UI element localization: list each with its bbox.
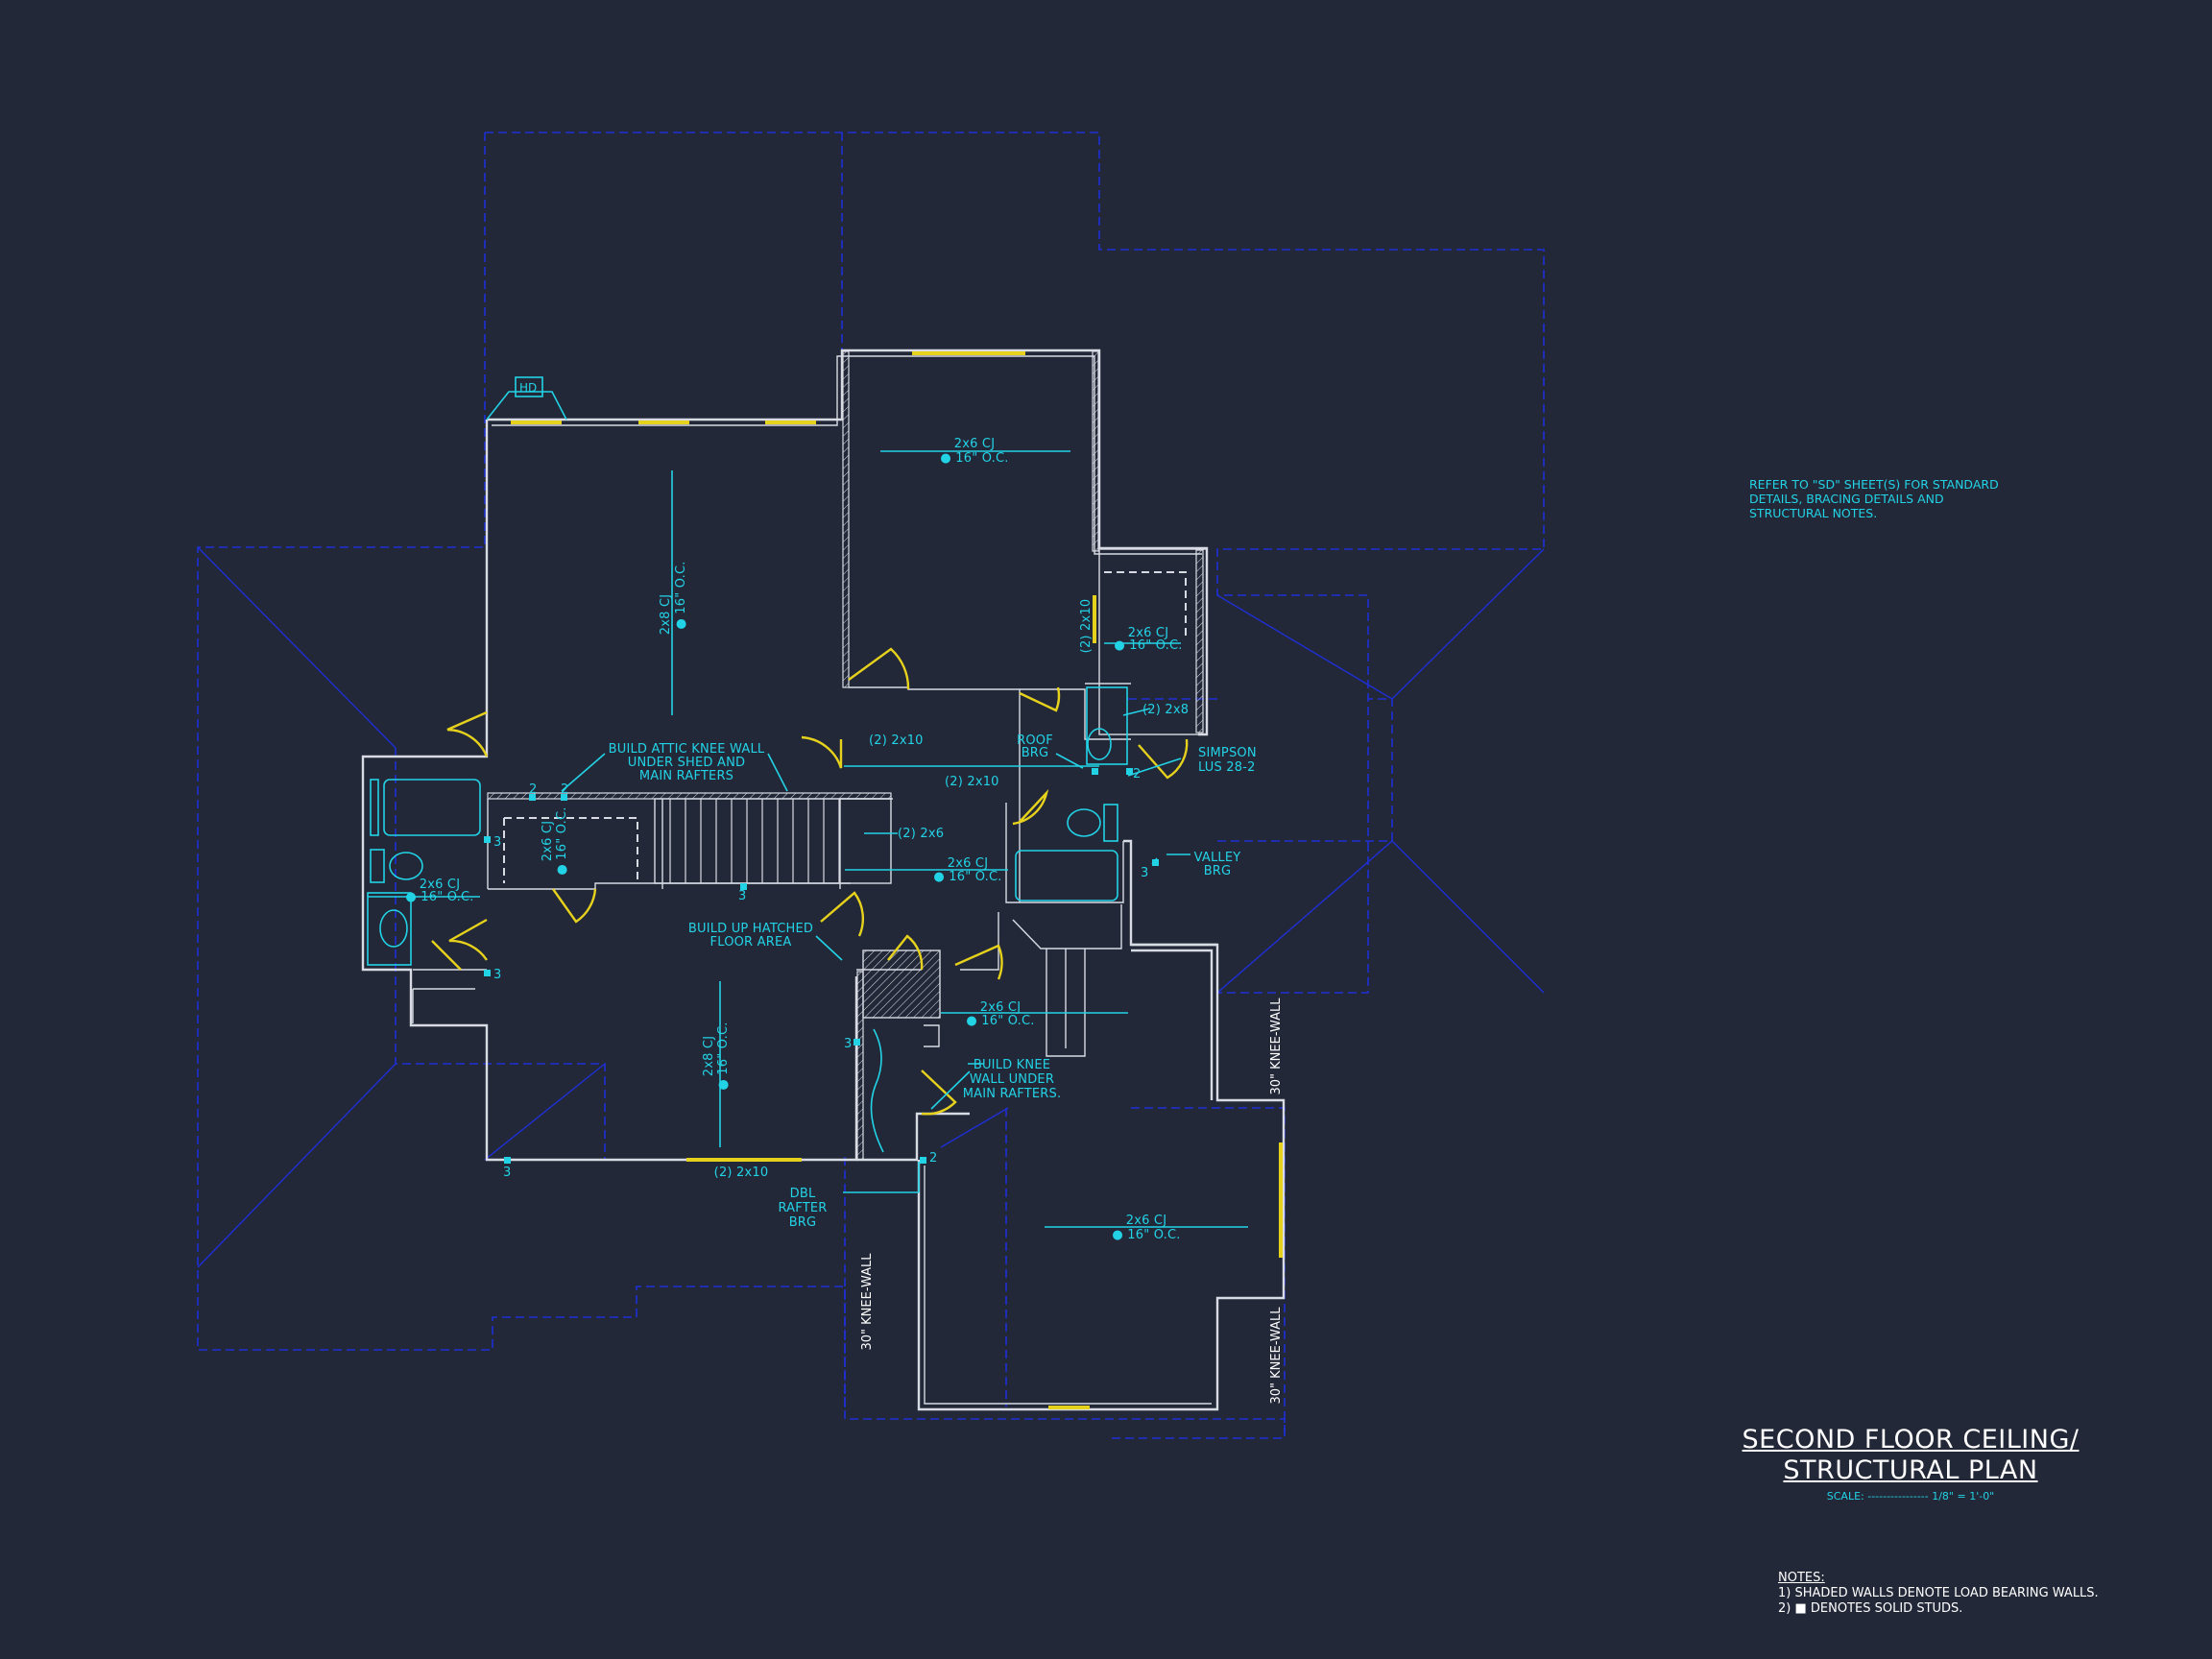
cj-2x6-mid: 2x6 CJ [980,1000,1021,1015]
hd-label: HD [519,381,537,395]
note-1: 1) SHADED WALLS DENOTE LOAD BEARING WALL… [1778,1586,2099,1600]
num-3-d: 3 [503,1166,511,1180]
knee-wall-right-upper: 30" KNEE-WALL [1269,998,1284,1095]
scale-label: SCALE: ---------------- 1/8" = 1'-0" [1826,1490,1995,1503]
num-2-dbl: 2 [929,1151,937,1166]
oc-16-mid: ● 16" O.C. [966,1014,1034,1028]
roof-outline [197,132,1545,1439]
build-knee-line3: MAIN RAFTERS. [963,1087,1062,1101]
dbl-line3: BRG [789,1215,817,1230]
roof-brg-line2: BRG [1022,746,1049,760]
num-3-e: 3 [844,1037,852,1051]
cj-2x6-top-room: 2x6 CJ [954,437,995,451]
simpson-line1: SIMPSON [1198,746,1257,760]
cj-2x8-upper: 2x8 CJ [659,594,673,635]
build-up-line2: FLOOR AREA [710,935,792,950]
cj-2x6-closet-left: 2x6 CJ [541,821,555,861]
windows [511,351,1283,1409]
stairs [654,798,892,884]
roof-brg-line1: ROOF [1017,733,1053,748]
header-2x6: (2) 2x6 [898,827,944,841]
bathroom-fixtures [367,686,1128,1153]
num-3-a: 3 [493,835,501,850]
closet-room [503,548,1208,883]
num-3-valley: 3 [1141,866,1148,880]
cj-2x8-lower: 2x8 CJ [702,1036,716,1076]
cj-2x6-closet: 2x6 CJ [1128,626,1168,640]
build-knee-line1: BUILD KNEE [974,1058,1050,1072]
dbl-line1: DBL [790,1187,816,1201]
title-block: SECOND FLOOR CEILING/ STRUCTURAL PLAN SC… [1738,1425,2083,1503]
solid-stud-markers [484,768,1159,1164]
knee-wall-right-lower: 30" KNEE-WALL [1269,1307,1284,1405]
num-2-a: 2 [529,782,537,797]
dbl-line2: RAFTER [778,1201,827,1215]
header-2x10-bottom: (2) 2x10 [714,1166,769,1180]
build-up-line1: BUILD UP HATCHED [688,922,813,936]
annotations: HD 2x8 CJ ● 16" O.C. 2x6 CJ ● 16" O.C. (… [405,381,1284,1405]
title-line-2: STRUCTURAL PLAN [1783,1455,2038,1485]
build-knee-line2: WALL UNDER [970,1072,1054,1087]
num-2-b: 2 [561,782,568,797]
header-2x10-a: (2) 2x10 [869,733,924,748]
oc-16-stair: ● 16" O.C. [933,870,1001,884]
oc-16-bath: ● 16" O.C. [405,890,473,904]
header-2x8: (2) 2x8 [1142,703,1189,717]
num-3-c: 3 [738,889,746,903]
oc-16-lower: ● 16" O.C. [716,1022,731,1090]
num-2-simpson: 2 [1133,767,1141,781]
oc-16-top-room: ● 16" O.C. [940,451,1008,466]
note-2: 2) ■ DENOTES SOLID STUDS. [1778,1601,1963,1616]
oc-16-closet-left: ● 16" O.C. [555,806,569,875]
attic-knee-line3: MAIN RAFTERS [639,769,733,783]
attic-knee-line2: UNDER SHED AND [628,756,745,770]
reference-note: REFER TO "SD" SHEET(S) FOR STANDARD DETA… [1749,477,1999,520]
title-line-1: SECOND FLOOR CEILING/ [1742,1425,2080,1455]
valley-line1: VALLEY [1194,851,1241,865]
attic-knee-line1: BUILD ATTIC KNEE WALL [609,742,765,757]
load-bearing-walls [487,350,1204,1161]
num-3-b: 3 [493,968,501,982]
doors [431,647,1189,1116]
notes-block: NOTES: 1) SHADED WALLS DENOTE LOAD BEARI… [1778,1571,2162,1617]
oc-16-bottom-room: ● 16" O.C. [1112,1228,1180,1242]
cj-2x6-bath: 2x6 CJ [420,878,460,892]
notes-heading: NOTES: [1778,1571,1825,1585]
oc-16-upper: ● 16" O.C. [674,561,688,629]
cj-2x6-stair: 2x6 CJ [948,856,988,871]
cj-2x6-bottom-room: 2x6 CJ [1126,1214,1166,1228]
hatched-floor-area [862,950,941,1019]
header-2x10-vertical: (2) 2x10 [1079,599,1094,654]
joist-span-arrows [368,376,1248,1228]
header-2x10-b: (2) 2x10 [945,775,999,789]
simpson-line2: LUS 28-2 [1198,760,1256,775]
knee-wall-left: 30" KNEE-WALL [860,1253,875,1351]
oc-16-closet: ● 16" O.C. [1114,638,1182,653]
valley-line2: BRG [1204,864,1232,878]
